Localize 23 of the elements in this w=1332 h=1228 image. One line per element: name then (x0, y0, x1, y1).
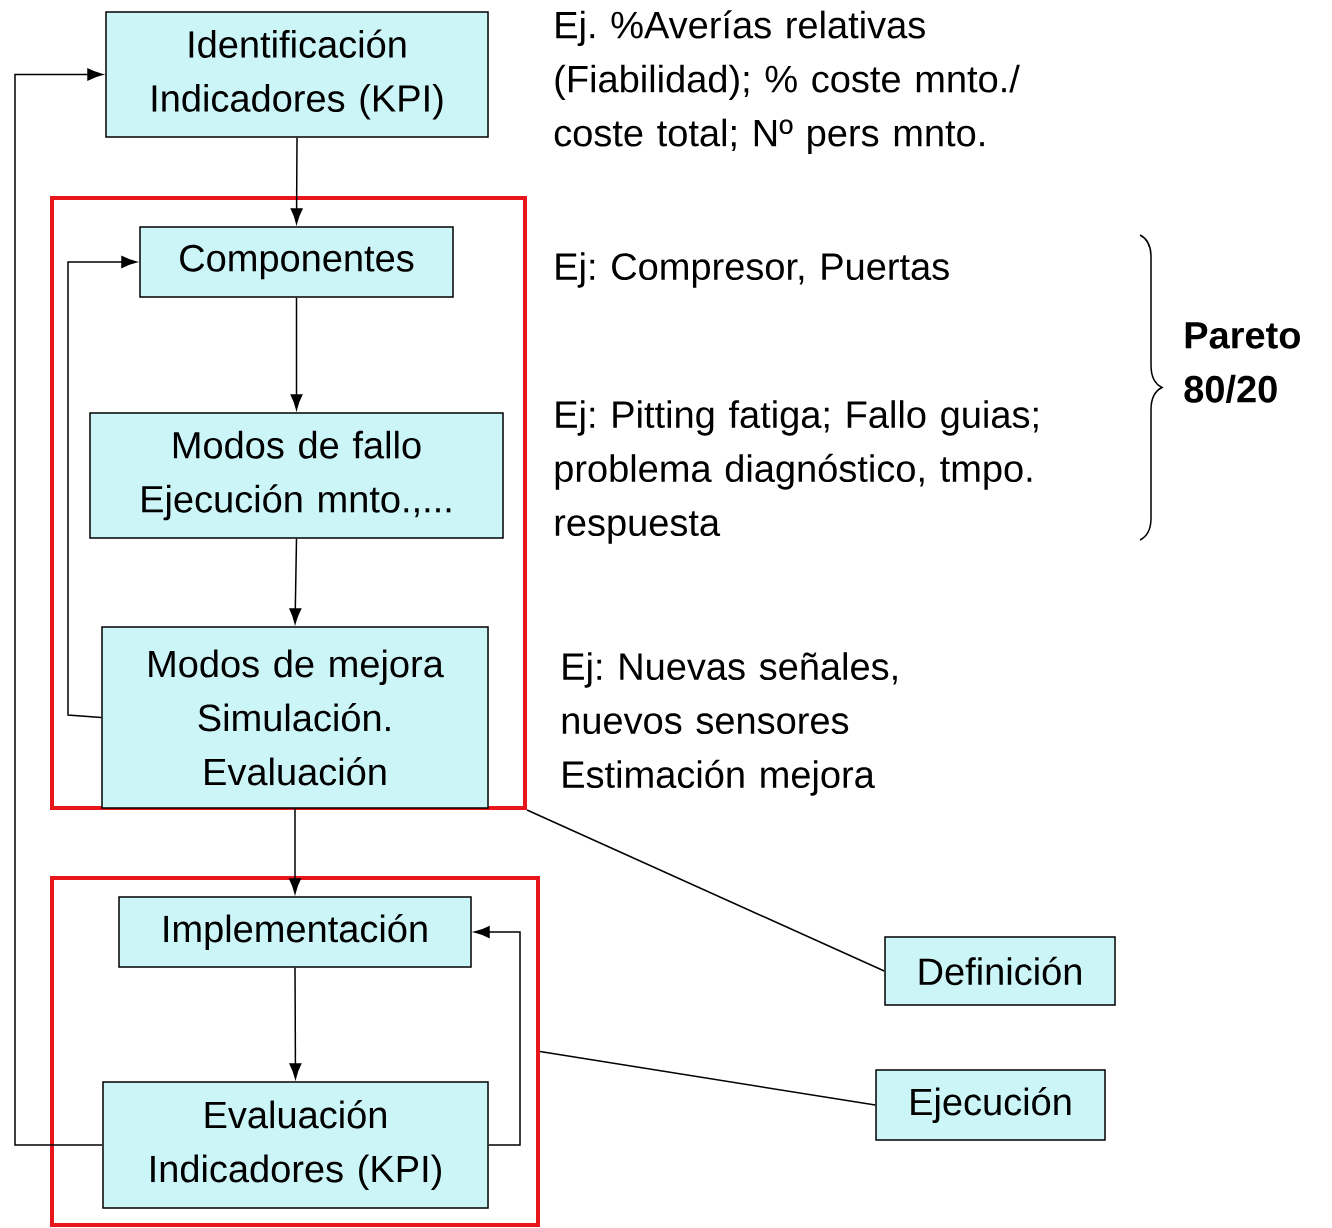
annotation-text: Ej. %Averías relativas (Fiabilidad); % coste mnto./ coste total; Nº pers mnto. (554, 10, 1020, 155)
process-box: Componentes (139, 226, 454, 298)
process-box: Modos de fallo Ejecución mnto.,... (89, 412, 504, 539)
group-frame (50, 196, 527, 810)
arrow (290, 137, 303, 224)
process-box: Definición (884, 936, 1116, 1006)
group-frame (50, 876, 540, 1227)
arrow (289, 538, 302, 624)
annotation-text: Pareto 80/20 (1184, 322, 1300, 404)
arrow (474, 926, 521, 1146)
annotation-text: Ej: Nuevas señales, nuevos sensores Estimación mejora (562, 652, 897, 796)
process-box: Ejecución (875, 1069, 1106, 1141)
annotation-text: Ej: Pitting fatiga; Fallo guias; problema diagnóstico, tmpo. respuesta (555, 400, 1038, 544)
arrow (289, 808, 301, 894)
annotation-text: Ej: Compresor, Puertas (556, 252, 949, 288)
arrow (290, 297, 303, 410)
arrow (14, 68, 103, 1146)
process-box: Evaluación Indicadores (KPI) (102, 1081, 489, 1209)
process-box: Modos de mejora Simulación. Evaluación (101, 626, 489, 809)
arrow (289, 967, 302, 1079)
arrow (67, 256, 137, 719)
process-box: Implementación (118, 896, 472, 968)
process-box: Identificación Indicadores (KPI) (105, 11, 489, 138)
